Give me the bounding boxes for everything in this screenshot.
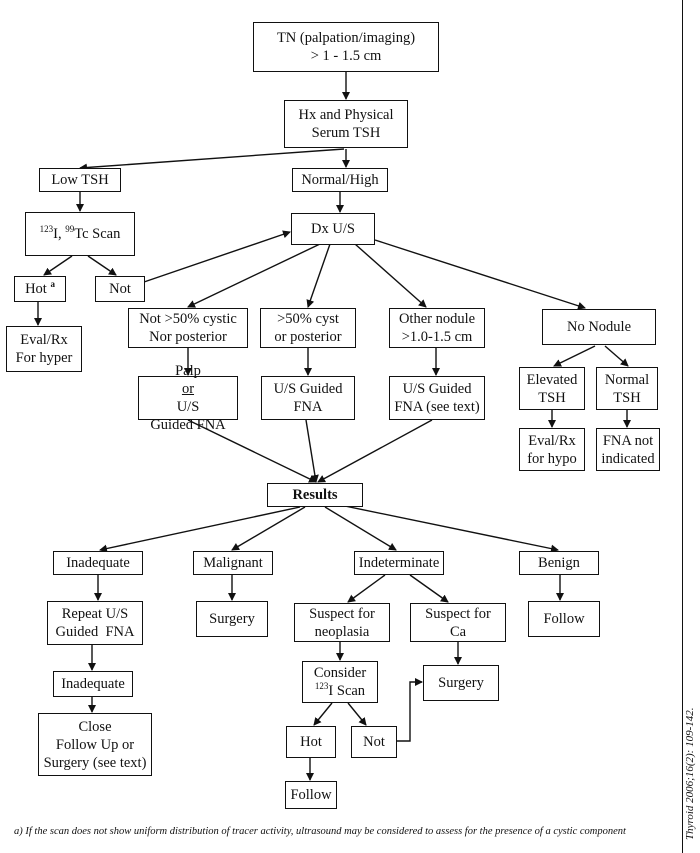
node-surgery-malignant: Surgery (196, 601, 268, 637)
node-no-nodule: No Nodule (542, 309, 656, 345)
node-other-nodule: Other nodule>1.0-1.5 cm (389, 308, 485, 348)
node-inadequate: Inadequate (53, 551, 143, 575)
node-inadequate-repeat: Inadequate (53, 671, 133, 697)
footnote: a) If the scan does not show uniform dis… (14, 826, 626, 837)
node-tn: TN (palpation/imaging)> 1 - 1.5 cm (253, 22, 439, 72)
node-not-scan: Not (95, 276, 145, 302)
node-results: Results (267, 483, 363, 507)
node-not-consider: Not (351, 726, 397, 758)
node-follow-hot: Follow (285, 781, 337, 809)
node-follow-benign: Follow (528, 601, 600, 637)
node-hot: Hot a (14, 276, 66, 302)
node-low-tsh: Low TSH (39, 168, 121, 192)
node-dx-us: Dx U/S (291, 213, 375, 245)
node-indeterminate: Indeterminate (354, 551, 444, 575)
citation: Thyroid 2006;16(2): 109-142. (684, 707, 696, 841)
node-normal-high: Normal/High (292, 168, 388, 192)
node-surgery-ca: Surgery (423, 665, 499, 701)
node-malignant: Malignant (193, 551, 273, 575)
diagram-frame (682, 0, 683, 853)
node-benign: Benign (519, 551, 599, 575)
node-hot-consider: Hot (286, 726, 336, 758)
node-scan: 123I, 99Tc Scan (25, 212, 135, 256)
